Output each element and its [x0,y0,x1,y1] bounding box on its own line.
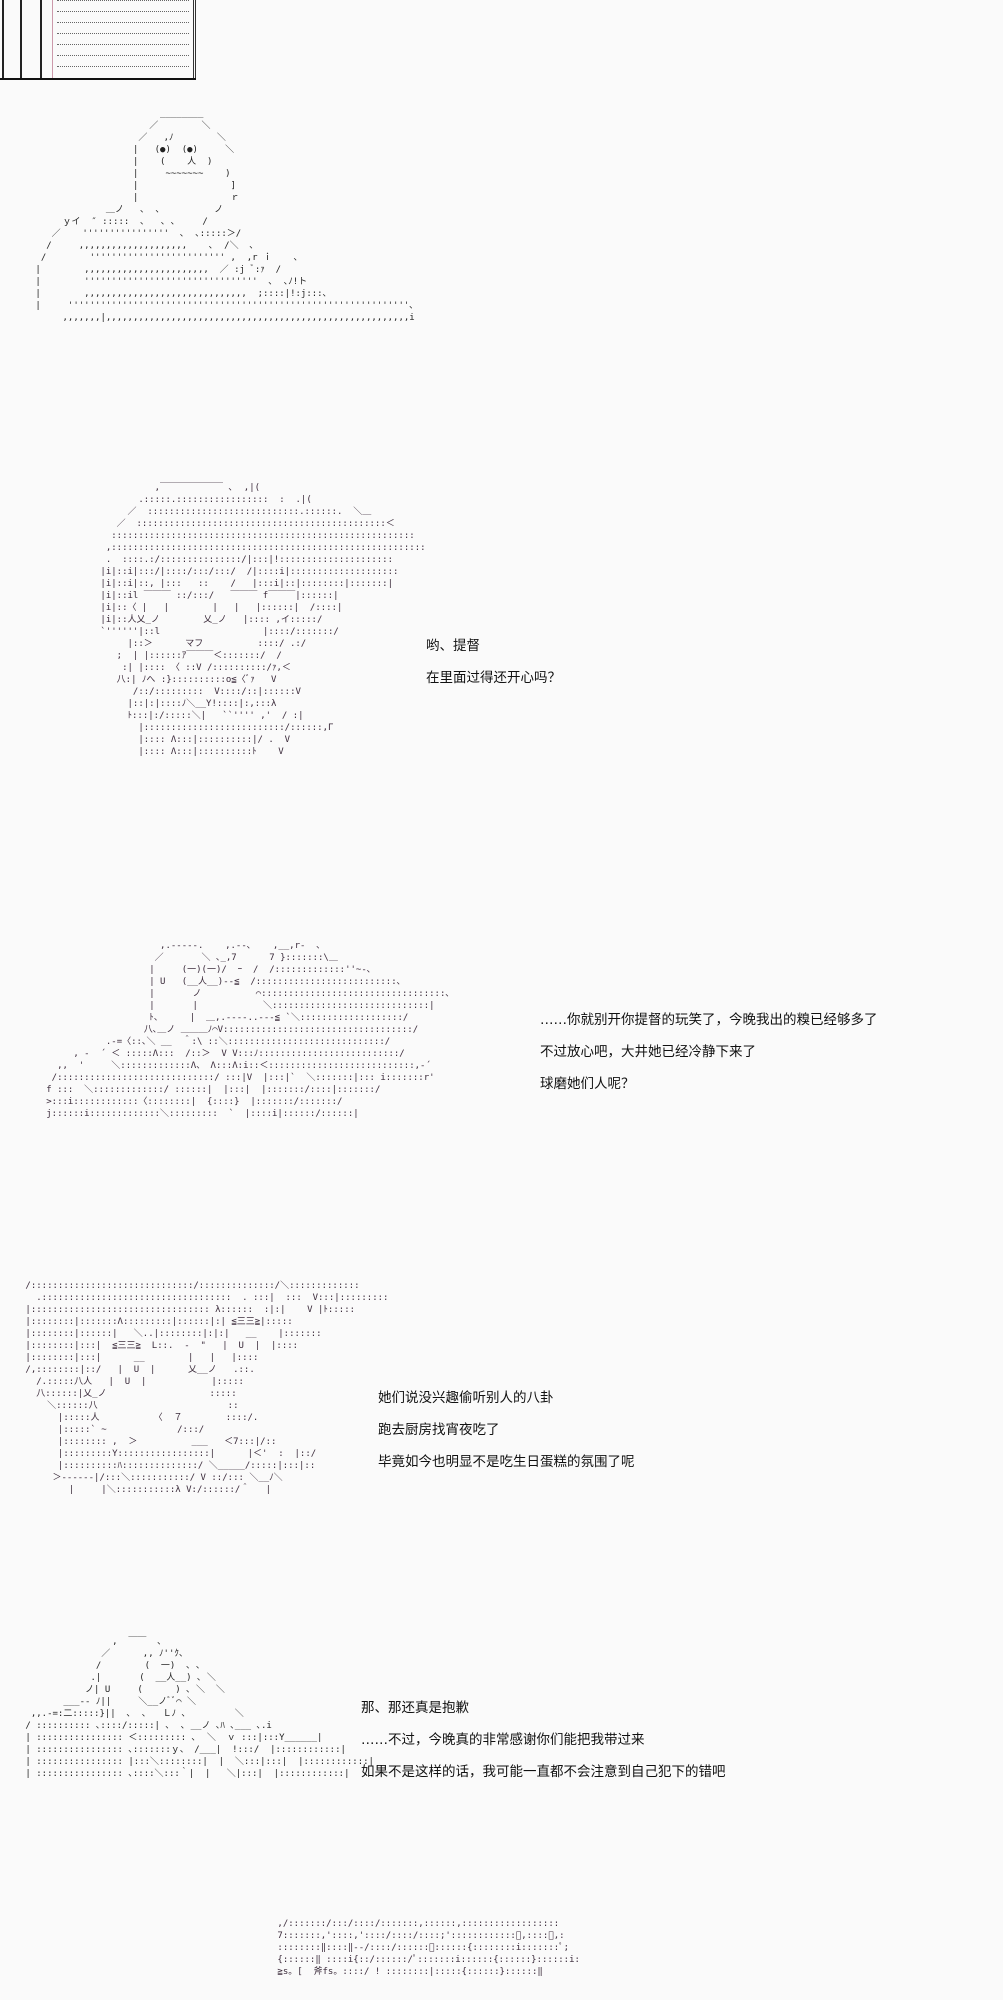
frame-hatching [52,0,196,78]
panel-5-dialogue: 那、那还真是抱歉 ……不过，今晚真的非常感谢你们能把我带过来 如果不是这样的话，… [361,1698,726,1794]
dialogue-line: ……你就别开你提督的玩笑了，今晚我出的糗已经够多了 [540,1012,878,1028]
frame-line [20,0,22,78]
dialogue-line: 如果不是这样的话，我可能一直都不会注意到自己犯下的错吧 [361,1764,726,1780]
dialogue-line: 跑去厨房找宵夜吃了 [378,1422,500,1438]
panel-4-ascii-art: /::::::::::::::::::::::::::::::/::::::::… [25,1281,389,1495]
panel-2-ascii-art: ,￣￣￣￣￣￣￣ ､ ,|( .:::::.::::::::::::::::: … [100,483,426,757]
dialogue-line: 哟、提督 [426,638,480,654]
panel-4-dialogue: 她们说没兴趣偷听别人的八卦 跑去厨房找宵夜吃了 毕竟如今也明显不是吃生日蛋糕的氛… [378,1388,635,1484]
panel-5-ascii-art: , ￣￣ ､ ／ ,, ﾉ''ｸ、 / ( 一) ､ ､ .| ( __人__)… [25,1637,374,1779]
panel-3-dialogue: ……你就别开你提督的玩笑了，今晚我出的糗已经够多了 不过放心吧，大井她已经冷静下… [540,1010,878,1106]
dialogue-line: 不过放心吧，大井她已经冷静下来了 [540,1044,756,1060]
dialogue-line: 毕竟如今也明显不是吃生日蛋糕的氛围了呢 [378,1454,635,1470]
dialogue-line: 球磨她们人呢？ [540,1076,635,1092]
panel-2-dialogue: 哟、提督 在里面过得还开心吗？ [426,636,561,700]
panel-0-frame [0,0,196,80]
frame-line [2,0,4,78]
dialogue-line: 在里面过得还开心吗？ [426,670,561,686]
panel-6-ascii-art: ,/:::::::/:::/::::/:::::::,::::::,::::::… [277,1919,580,1977]
dialogue-line: ……不过，今晚真的非常感谢你们能把我带过来 [361,1732,645,1748]
panel-1-ascii-art: ________ ／ ＼ ／ ,ﾉ ＼ | (●) (●) ＼ | ( 人 ) … [35,109,415,323]
frame-line [40,0,42,78]
dialogue-line: 她们说没兴趣偷听别人的八卦 [378,1390,554,1406]
dialogue-line: 那、那还真是抱歉 [361,1700,469,1716]
panel-3-ascii-art: ,.-----. ,.--､ ,__,r- ､ ／ ＼ ､_,7 7 }::::… [46,941,450,1119]
